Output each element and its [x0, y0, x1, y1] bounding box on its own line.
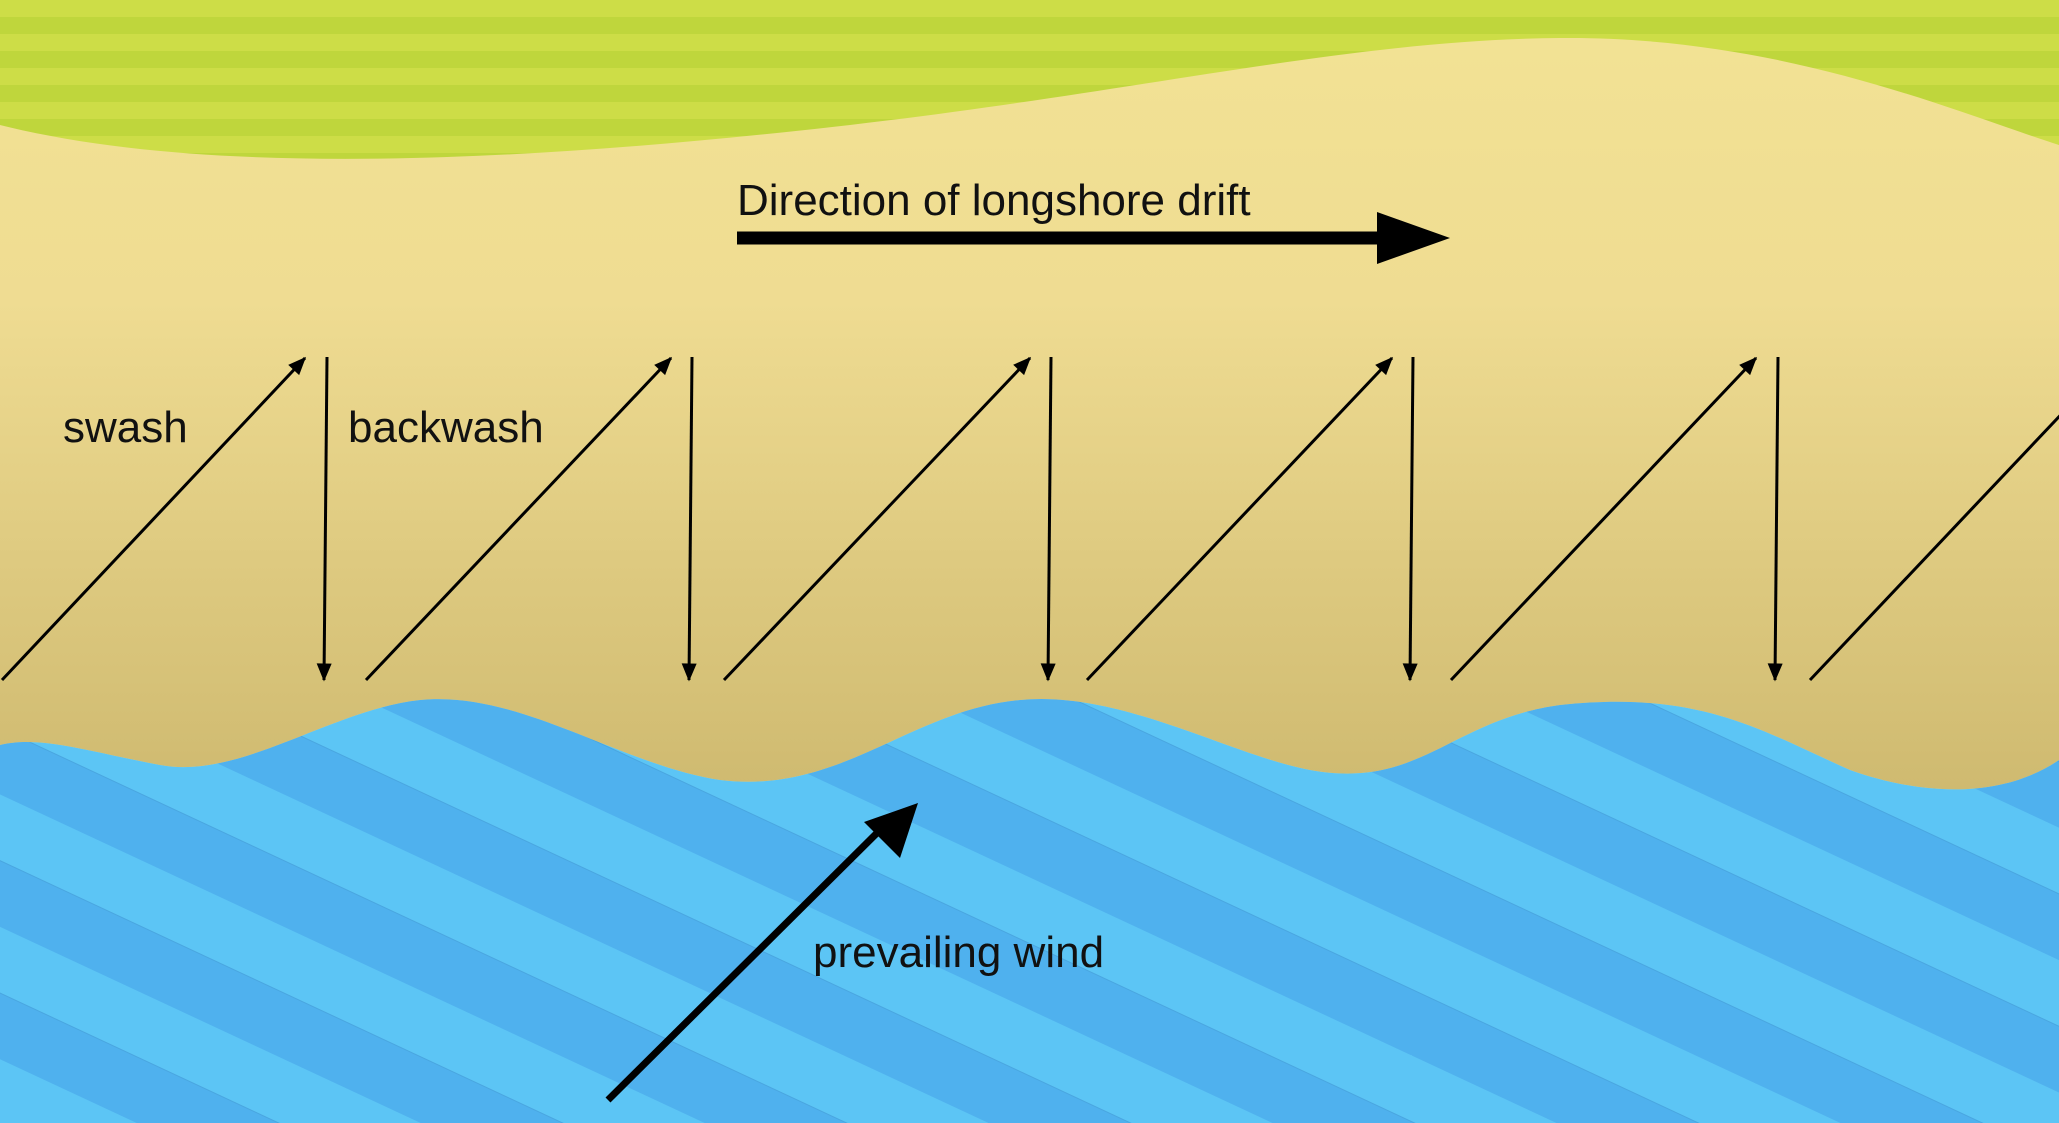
- swash-arrow-2: [364, 356, 673, 682]
- arrow-diagonal-up-right-icon: [605, 827, 883, 1103]
- swash-arrow-1: [0, 356, 307, 682]
- swash-arrow-5: [1449, 356, 1758, 682]
- drift-arrow: [737, 212, 1450, 264]
- wind-label: prevailing wind: [813, 928, 1104, 977]
- swash-arrow-4: [1085, 356, 1394, 682]
- wind-arrow-head: [864, 803, 918, 858]
- drift-label: Direction of longshore drift: [737, 176, 1251, 225]
- backwash-label: backwash: [348, 403, 544, 452]
- wind-arrow: [605, 803, 918, 1103]
- backwash-arrow-2: [681, 356, 697, 682]
- drift-arrow-head: [1377, 212, 1450, 264]
- sea: [0, 698, 2059, 1123]
- backwash-arrows: [316, 356, 1783, 682]
- backwash-arrow-1: [316, 356, 332, 682]
- beach-sand: [0, 37, 2059, 790]
- swash-arrows: [0, 356, 2059, 682]
- backwash-arrow-4: [1402, 356, 1418, 682]
- swash-label: swash: [63, 403, 188, 452]
- backwash-arrow-3: [1040, 356, 1056, 682]
- backwash-arrow-5: [1767, 356, 1783, 682]
- swash-arrow-3: [722, 356, 1032, 682]
- swash-arrow-6: [1808, 414, 2059, 682]
